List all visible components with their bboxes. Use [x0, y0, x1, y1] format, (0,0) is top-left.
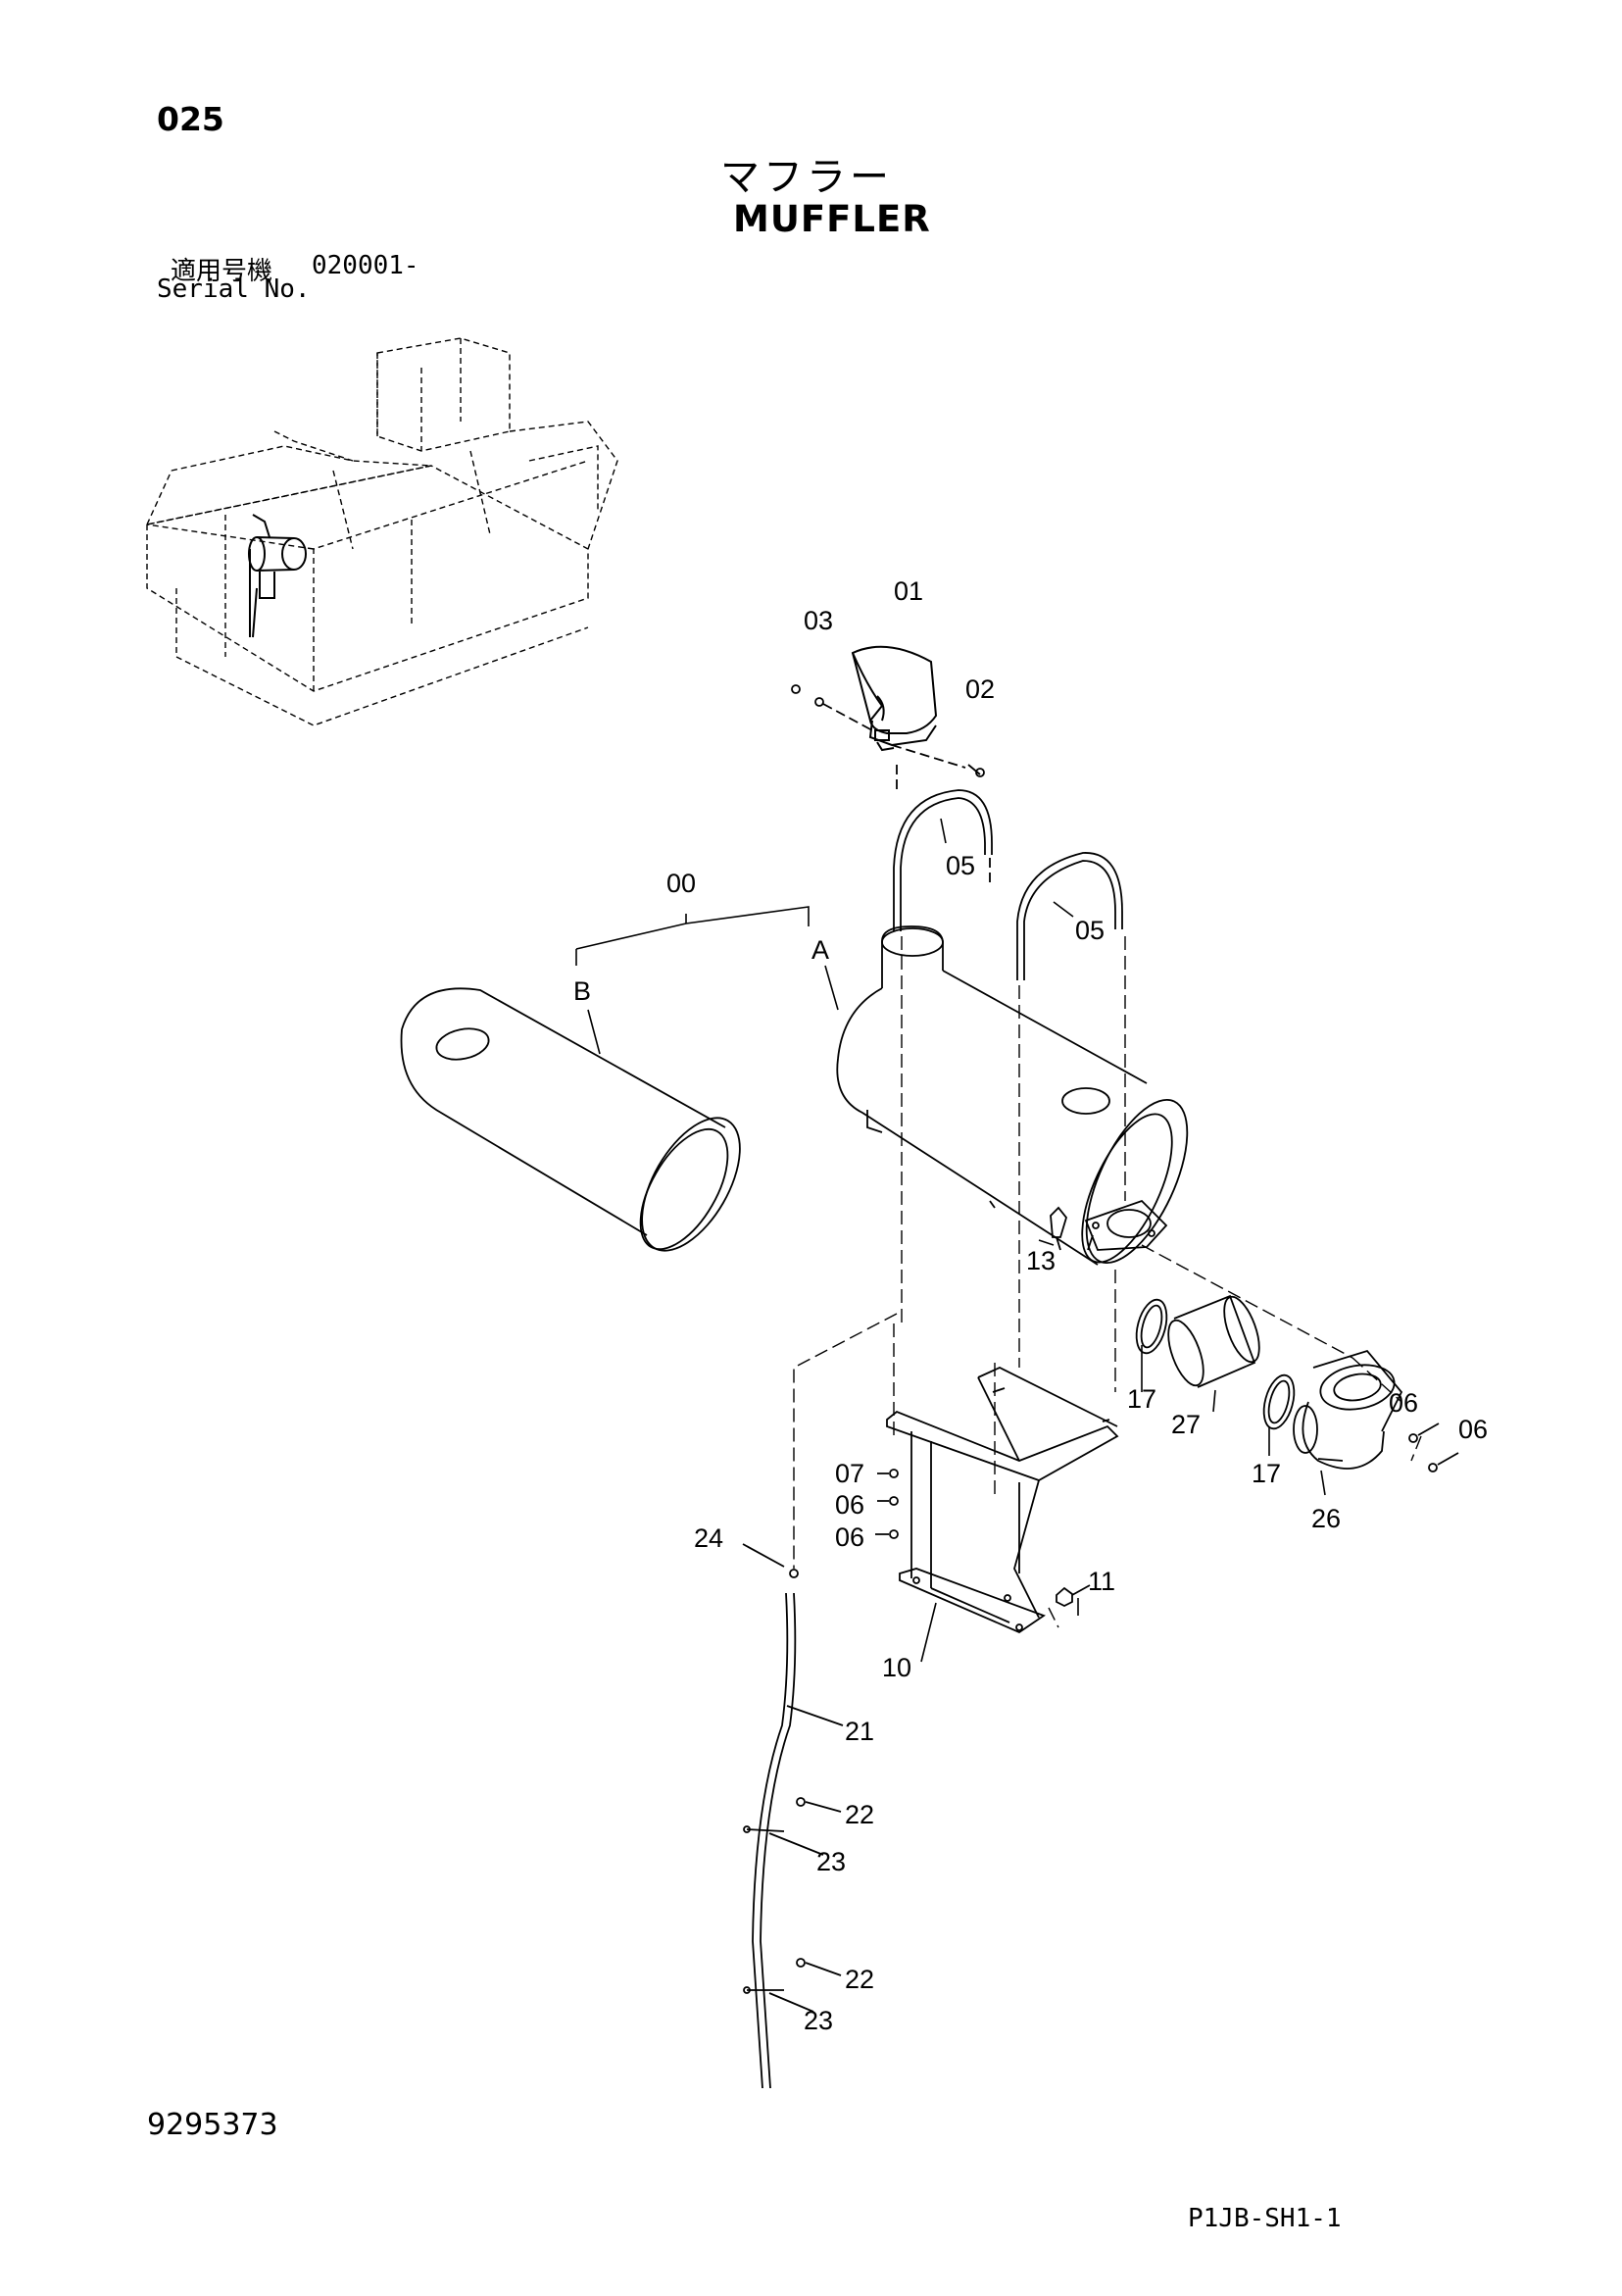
serial-label: Serial No.	[157, 275, 311, 304]
callout-23-upper: 23	[816, 1847, 846, 1876]
callout-a: A	[811, 935, 829, 965]
muffler-shell-b	[400, 987, 741, 1252]
callout-13: 13	[1026, 1246, 1056, 1275]
callout-leader-26	[1320, 1470, 1326, 1496]
callout-02: 02	[965, 674, 995, 704]
callout-24: 24	[694, 1523, 723, 1553]
callout-leader-13	[1038, 1239, 1055, 1246]
bolt-02	[891, 744, 985, 777]
callout-01: 01	[894, 576, 923, 606]
drain-pipe-21	[752, 1592, 844, 2089]
callout-17-left: 17	[1127, 1384, 1156, 1414]
callout-17-right: 17	[1252, 1459, 1281, 1488]
clamp-22-23-upper	[743, 1797, 842, 1856]
assembly-centerlines	[793, 936, 1422, 1628]
fitting-24	[742, 1543, 799, 1578]
stand-10	[886, 1367, 1119, 1634]
callout-22-lower: 22	[845, 1965, 874, 1994]
callout-27: 27	[1171, 1410, 1201, 1439]
callout-b: B	[573, 976, 591, 1006]
muffler-body-a	[836, 925, 1189, 1266]
bolt-11	[1056, 1584, 1091, 1608]
bolt-03	[791, 684, 873, 731]
callout-11: 11	[1088, 1567, 1115, 1596]
washer-stack-07-06	[875, 1469, 899, 1539]
callout-22-upper: 22	[845, 1800, 874, 1829]
callout-leader-05a	[940, 818, 947, 844]
u-bolt-05-left	[893, 765, 993, 931]
callout-leader-27	[1212, 1389, 1216, 1413]
machine-location-thumbnail	[146, 337, 618, 726]
callout-06-left-upper: 06	[835, 1490, 864, 1520]
gasket-17-left	[1135, 1298, 1168, 1355]
callout-leader-05b	[1053, 901, 1074, 918]
muffler-location-highlight	[248, 514, 307, 638]
callout-leader-10	[920, 1602, 937, 1663]
callout-23-lower: 23	[804, 2006, 833, 2035]
callout-26: 26	[1311, 1504, 1341, 1533]
callout-03: 03	[804, 606, 833, 635]
callout-06-right-lower: 06	[1458, 1415, 1488, 1444]
bolt-13	[1050, 1206, 1067, 1251]
sheet-code: P1JB-SH1-1	[1188, 2204, 1342, 2233]
callout-05-upper: 05	[946, 851, 975, 880]
callout-06-left-lower: 06	[835, 1522, 864, 1552]
exhaust-cap	[851, 645, 938, 752]
u-bolt-05-right	[1016, 852, 1123, 980]
serial-label-japanese: 適用号機	[171, 257, 273, 286]
pipe-27	[1167, 1294, 1260, 1388]
callout-06-right-upper: 06	[1389, 1388, 1418, 1418]
muffler-assembly-callout-lines	[575, 906, 839, 1055]
page-title: MUFFLER	[733, 198, 931, 240]
callout-21: 21	[845, 1717, 874, 1746]
gasket-17-right	[1262, 1373, 1296, 1430]
callout-05-lower: 05	[1075, 916, 1105, 945]
page-title-japanese: マフラー	[720, 155, 893, 200]
nut-06-right	[1408, 1423, 1459, 1472]
elbow-26	[1293, 1349, 1403, 1470]
reference-number: 9295373	[147, 2108, 278, 2142]
clamp-22-23-lower	[743, 1958, 842, 2013]
callout-00: 00	[666, 869, 696, 898]
callout-07: 07	[835, 1459, 864, 1488]
serial-range: 020001-	[312, 251, 419, 280]
page-number: 025	[157, 100, 224, 138]
callout-10: 10	[882, 1653, 911, 1682]
